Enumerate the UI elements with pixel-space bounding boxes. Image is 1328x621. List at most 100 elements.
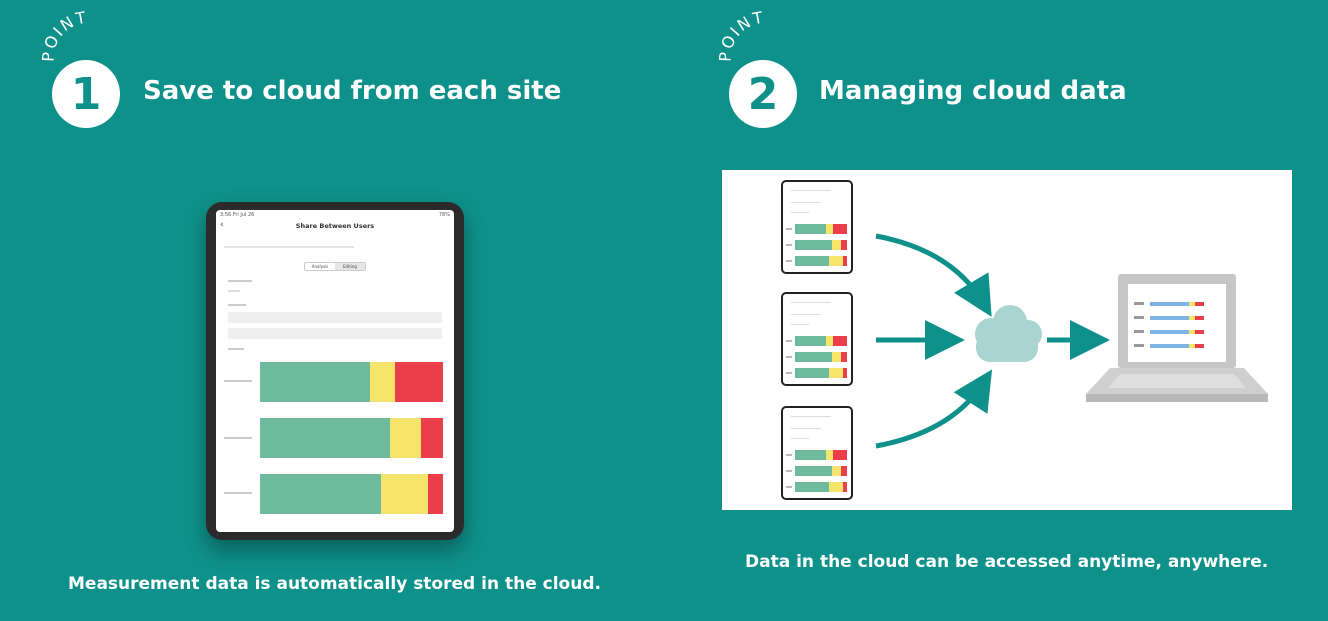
bar-segment-green bbox=[260, 418, 390, 458]
bar-segment-red bbox=[421, 418, 443, 458]
bar-segment-green bbox=[795, 450, 827, 460]
mini-label bbox=[786, 372, 792, 374]
laptop-label bbox=[1134, 344, 1144, 347]
point-badge-1: POINT 1 bbox=[39, 8, 130, 130]
bar-segment-green bbox=[795, 224, 827, 234]
tablet-illustration: 3:56 Fri Jul 26 78% ‹ Share Between User… bbox=[206, 202, 464, 540]
laptop-label bbox=[1134, 330, 1144, 333]
mini-line bbox=[791, 190, 831, 191]
arrows-and-cloud bbox=[875, 233, 1110, 449]
laptop-bar bbox=[1150, 330, 1204, 334]
bar-segment bbox=[1195, 344, 1204, 348]
svg-text:POINT: POINT bbox=[716, 8, 767, 63]
mini-line bbox=[791, 438, 809, 439]
bar-segment bbox=[1188, 344, 1196, 348]
mini-line bbox=[791, 416, 831, 417]
label-line bbox=[228, 280, 252, 282]
point-number-1: 1 bbox=[52, 60, 120, 128]
laptop-screen-content bbox=[1128, 284, 1226, 362]
cloud-diagram-panel bbox=[722, 170, 1292, 510]
point-2-caption: Data in the cloud can be accessed anytim… bbox=[745, 552, 1269, 572]
label-line bbox=[228, 348, 244, 350]
arrow-curve-bottom-icon bbox=[875, 369, 993, 449]
mini-label bbox=[786, 340, 792, 342]
bar-segment bbox=[1195, 330, 1204, 334]
mini-line bbox=[791, 202, 821, 203]
mini-bar bbox=[795, 482, 847, 492]
bar-segment-yellow bbox=[380, 474, 429, 514]
mini-label bbox=[786, 244, 792, 246]
bar-segment-green bbox=[795, 352, 832, 362]
screen-title: Share Between Users bbox=[295, 222, 375, 230]
tablet-bar-1 bbox=[260, 362, 443, 402]
mini-bar bbox=[795, 352, 847, 362]
bar-segment-red bbox=[833, 336, 847, 346]
mini-bar bbox=[795, 450, 847, 460]
bar-segment-green bbox=[260, 474, 381, 514]
bar-segment bbox=[1150, 330, 1189, 334]
bar-segment-green bbox=[795, 466, 832, 476]
bar-segment-red bbox=[833, 224, 847, 234]
point-2-title: Managing cloud data bbox=[819, 76, 1127, 106]
mini-tablet-2 bbox=[781, 292, 853, 386]
mini-bar bbox=[795, 466, 847, 476]
mini-label bbox=[786, 454, 792, 456]
mini-line bbox=[791, 212, 809, 213]
laptop-bar bbox=[1150, 302, 1204, 306]
mini-tablet-3 bbox=[781, 406, 853, 500]
bar-segment-red bbox=[840, 466, 847, 476]
bar-segment bbox=[1150, 344, 1189, 348]
label-line bbox=[228, 304, 246, 306]
bar-segment-yellow bbox=[829, 368, 843, 378]
bar-segment-yellow bbox=[831, 466, 841, 476]
point-badge-2: POINT 2 bbox=[716, 8, 807, 130]
mini-label bbox=[786, 486, 792, 488]
mini-line bbox=[791, 302, 831, 303]
mini-bar bbox=[795, 240, 847, 250]
point-number-2: 2 bbox=[729, 60, 797, 128]
date-row-2 bbox=[228, 328, 442, 339]
mini-bar bbox=[795, 336, 847, 346]
bar-segment-yellow bbox=[831, 240, 841, 250]
bar-segment-yellow bbox=[826, 336, 834, 346]
status-battery: 78% bbox=[438, 212, 450, 218]
mini-tablet-1 bbox=[781, 180, 853, 274]
mini-bar bbox=[795, 224, 847, 234]
row-label bbox=[224, 380, 252, 382]
bar-segment-red bbox=[395, 362, 443, 402]
bar-segment-red bbox=[833, 450, 847, 460]
bar-segment-red bbox=[842, 368, 847, 378]
mini-line bbox=[791, 324, 809, 325]
bar-segment-red bbox=[840, 352, 847, 362]
bar-segment-green bbox=[795, 336, 827, 346]
row-label bbox=[224, 437, 252, 439]
tablet-screen: 3:56 Fri Jul 26 78% ‹ Share Between User… bbox=[216, 210, 454, 532]
bar-segment-yellow bbox=[826, 224, 834, 234]
bar-segment bbox=[1188, 330, 1196, 334]
chevron-left-icon: ‹ bbox=[220, 220, 224, 230]
mini-label bbox=[786, 356, 792, 358]
cloud-icon bbox=[975, 305, 1042, 362]
bar-segment bbox=[1188, 302, 1196, 306]
mini-bar bbox=[795, 256, 847, 266]
bar-segment-yellow bbox=[826, 450, 834, 460]
bar-segment-red bbox=[842, 256, 847, 266]
svg-text:POINT: POINT bbox=[39, 8, 90, 63]
bar-segment-red bbox=[840, 240, 847, 250]
value-line bbox=[228, 290, 240, 292]
row-label bbox=[224, 492, 252, 494]
bar-segment bbox=[1188, 316, 1196, 320]
mini-label bbox=[786, 470, 792, 472]
tablet-bar-2 bbox=[260, 418, 443, 458]
mini-label bbox=[786, 228, 792, 230]
bar-segment-green bbox=[795, 256, 830, 266]
bar-segment bbox=[1195, 302, 1204, 306]
date-row-1 bbox=[228, 312, 442, 323]
point-1-title: Save to cloud from each site bbox=[143, 76, 562, 106]
bar-segment bbox=[1195, 316, 1204, 320]
segmented-control: Analysis Editing bbox=[304, 262, 366, 271]
bar-segment-green bbox=[260, 362, 370, 402]
bar-segment-green bbox=[795, 482, 830, 492]
mini-label bbox=[786, 260, 792, 262]
laptop-bar bbox=[1150, 344, 1204, 348]
